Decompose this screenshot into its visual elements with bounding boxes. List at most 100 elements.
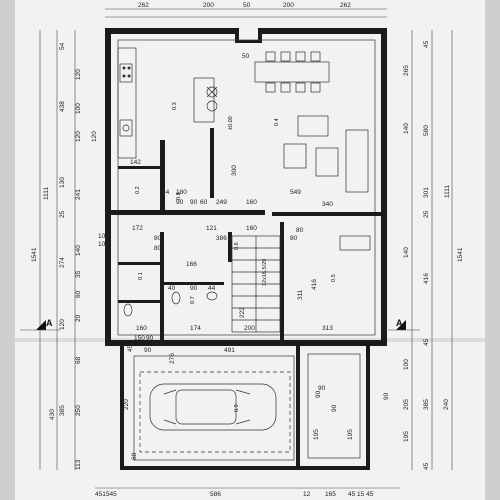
right-dim: 205 bbox=[403, 399, 410, 410]
right-dim: 385 bbox=[423, 399, 430, 410]
right-dim: 301 bbox=[423, 187, 430, 198]
room-label: 0.4 bbox=[274, 118, 280, 126]
room-labels: 0.3 0.4 0.1 0.5 0.6 0.7 0.8 0.9 0.2 bbox=[135, 102, 337, 412]
room-label: 0.5 bbox=[331, 274, 337, 282]
interior-dim: 549 bbox=[290, 189, 301, 196]
exterior-walls bbox=[105, 28, 387, 346]
interior-dim: 68 bbox=[131, 452, 138, 460]
interior-dim: 200 bbox=[244, 325, 255, 332]
car-outline bbox=[149, 383, 277, 431]
right-dimension-lines: 1111 1541 bbox=[411, 30, 464, 470]
washbasin bbox=[206, 291, 218, 301]
left-dim: 241 bbox=[75, 189, 82, 200]
left-outer-0: 1111 bbox=[43, 187, 50, 200]
left-dim: 54 bbox=[59, 42, 66, 50]
interior-dim: 166 bbox=[186, 261, 197, 268]
interior-dim: 174 bbox=[190, 325, 201, 332]
interior-dim: 60 bbox=[200, 199, 208, 206]
toilet bbox=[171, 291, 181, 305]
right-inner-dims: 45 265 580 140 301 25 140 416 45 205 385… bbox=[315, 40, 450, 470]
left-inner-dims: 54 120 438 100 120 120 241 130 25 140 27… bbox=[59, 42, 98, 470]
interior-dim: 222 bbox=[239, 307, 246, 318]
interior-dim: 311 bbox=[297, 289, 304, 300]
left-outer-2: 430 bbox=[49, 409, 56, 420]
left-dim: 140 bbox=[75, 245, 82, 256]
column bbox=[210, 128, 214, 198]
left-dim: 113 bbox=[75, 459, 82, 470]
right-dim: 195 bbox=[403, 431, 410, 442]
interior-dim: 180 bbox=[176, 189, 187, 196]
interior-dim: 300 bbox=[231, 165, 238, 176]
dining-table bbox=[254, 51, 330, 93]
interior-walls bbox=[105, 140, 387, 342]
right-dim: 140 bbox=[403, 247, 410, 258]
top-dim-4: 262 bbox=[340, 2, 351, 9]
left-dim: 25 bbox=[59, 210, 66, 218]
right-dim: 90 bbox=[383, 392, 390, 400]
right-outer-0: 1111 bbox=[444, 185, 451, 198]
living-sofa bbox=[283, 115, 369, 193]
right-dim: 416 bbox=[423, 273, 430, 284]
room-label: 0.9 bbox=[234, 404, 240, 412]
interior-dimensions: 142 180 14 90 90 60 249 160 549 340 172 … bbox=[98, 53, 354, 460]
interior-dim: 50 bbox=[242, 53, 250, 60]
interior-dim: 160 bbox=[246, 199, 257, 206]
left-outer-1: 1541 bbox=[31, 247, 38, 262]
interior-dim: 80 bbox=[154, 235, 162, 242]
right-dim: 265 bbox=[403, 65, 410, 76]
garage bbox=[120, 346, 370, 470]
bottom-dim-4: 45 15 45 bbox=[348, 491, 374, 498]
left-dim: 120 bbox=[91, 131, 98, 142]
interior-dim: 40 bbox=[168, 285, 176, 292]
hob-burner bbox=[206, 86, 218, 98]
interior-dim: 150 bbox=[134, 335, 145, 342]
desk bbox=[339, 235, 371, 251]
interior-dim: 80 bbox=[290, 235, 298, 242]
room-label: 0.1 bbox=[138, 272, 144, 280]
interior-dim: 160 bbox=[246, 225, 257, 232]
room-label: 0.2 bbox=[135, 186, 141, 194]
left-dim: 438 bbox=[59, 101, 66, 112]
room-label: 0.7 bbox=[190, 296, 196, 304]
room-label: 0.6 bbox=[234, 242, 240, 250]
interior-dim: 195 bbox=[347, 429, 354, 440]
paper-sheet bbox=[15, 0, 485, 500]
interior-dim: 386 bbox=[216, 235, 227, 242]
left-dim: 385 bbox=[59, 405, 66, 416]
left-dim: 274 bbox=[59, 257, 66, 268]
interior-dim: 45 bbox=[127, 344, 134, 352]
interior-dim: 491 bbox=[224, 347, 235, 354]
interior-dim: 195 bbox=[313, 429, 320, 440]
interior-dim: 100 bbox=[98, 233, 109, 240]
right-dim: 45 bbox=[423, 338, 430, 346]
interior-dim: 90 bbox=[318, 385, 326, 392]
toilet bbox=[123, 303, 133, 317]
interior-dim: 340 bbox=[322, 201, 333, 208]
top-dim-3: 200 bbox=[283, 2, 294, 9]
left-dimension-lines: 1111 1541 430 bbox=[31, 30, 76, 470]
left-dim: 68 bbox=[75, 356, 82, 364]
interior-dim: 416 bbox=[311, 279, 318, 290]
left-dim: 100 bbox=[75, 103, 82, 114]
interior-dim: 172 bbox=[132, 225, 143, 232]
kitchen-counter bbox=[117, 47, 137, 159]
room-label: 0.8 bbox=[176, 192, 182, 200]
right-outer-1: 1541 bbox=[457, 247, 464, 262]
inner-wall-face bbox=[117, 39, 376, 336]
interior-dim: 220 bbox=[123, 399, 130, 410]
interior-dim: 100 bbox=[98, 241, 109, 248]
interior-dim: 90 bbox=[176, 199, 184, 206]
interior-dim: 249 bbox=[216, 199, 227, 206]
left-dim: 120 bbox=[59, 319, 66, 330]
hob-burner bbox=[206, 100, 218, 112]
right-dim: 25 bbox=[423, 210, 430, 218]
left-dim: 20 bbox=[75, 314, 82, 322]
right-dim: 90 bbox=[315, 390, 322, 398]
right-dim: 45 bbox=[423, 40, 430, 48]
kitchen-island bbox=[193, 77, 215, 123]
bottom-dim-2: 12 bbox=[303, 491, 311, 498]
left-dim: 120 bbox=[75, 131, 82, 142]
interior-dim: 80 bbox=[154, 245, 162, 252]
level-mark: ±0.00 bbox=[228, 116, 234, 130]
interior-dim: 121 bbox=[206, 225, 217, 232]
